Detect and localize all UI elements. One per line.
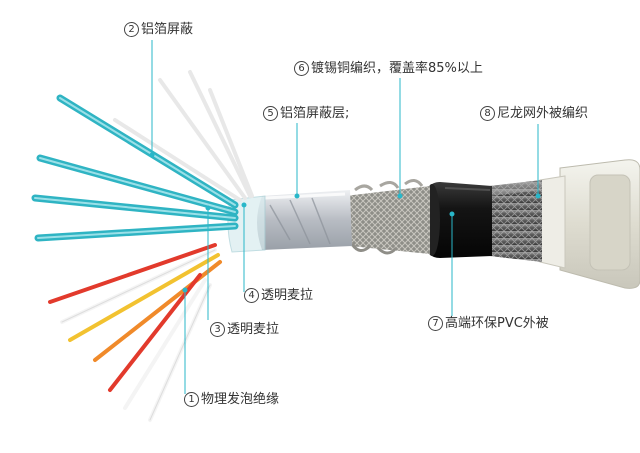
aluminum-foil-layer [257,190,352,250]
connector-housing [539,159,640,289]
filler-fibers [113,70,254,202]
tinned-copper-braid [343,179,430,255]
nylon-braid-sleeve [490,180,542,262]
leader-lines [149,40,541,394]
colored-wires [48,243,222,422]
pvc-jacket [424,182,492,258]
shielded-pairs [31,94,239,242]
